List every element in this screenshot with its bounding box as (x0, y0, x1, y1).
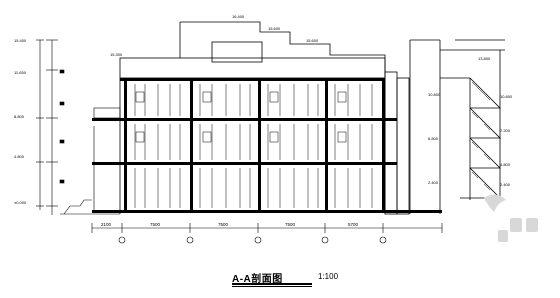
bottom-dim-labels: 2100 7500 7500 7500 5700 (101, 222, 359, 227)
stair-level-1: 10.800 (428, 92, 441, 97)
top-mark-1: 16.400 (232, 14, 245, 19)
stair-notes: 13.800 10.800 7.200 4.800 2.400 10.800 6… (428, 56, 513, 187)
drawing-scale: 1:100 (318, 272, 339, 281)
stair-level-3: 2.400 (428, 180, 439, 185)
window-mullions (134, 84, 373, 208)
left-elevation-labels: 15.400 11.650 8.800 4.800 ±0.000 (14, 38, 27, 205)
stair-note-2: 10.800 (500, 94, 513, 99)
floor-slabs (92, 78, 442, 213)
elev-label-3f: 8.800 (14, 114, 25, 119)
stair (440, 39, 505, 200)
dim-label-2: 7500 (150, 222, 161, 227)
watermark-logo (484, 194, 538, 242)
transom-windows (135, 91, 347, 143)
stair-hatch (471, 81, 491, 191)
title-underline-thick (232, 283, 312, 285)
top-mark-3: 15.300 (110, 52, 123, 57)
dim-label-5: 5700 (348, 222, 359, 227)
elev-label-top: 15.400 (14, 38, 27, 43)
bottom-dimensions (91, 223, 443, 244)
stair-note-3: 7.200 (500, 128, 511, 133)
top-marks: 16.400 15.600 15.300 15.600 (110, 14, 319, 57)
columns (124, 78, 385, 210)
dim-label-4: 7500 (285, 222, 296, 227)
drawing-title: A-A剖面图 (232, 274, 283, 285)
top-mark-2: 15.600 (268, 26, 281, 31)
drawing-title-block: A-A剖面图 1:100 (232, 268, 372, 288)
elev-label-roof: 11.650 (14, 70, 27, 75)
stair-note-1: 13.800 (478, 56, 491, 61)
top-mark-4: 15.600 (306, 38, 319, 43)
title-underline-thin (232, 286, 312, 287)
stair-note-5: 2.400 (500, 182, 511, 187)
dim-label-3: 7500 (218, 222, 229, 227)
elev-label-gf: ±0.000 (14, 200, 27, 205)
left-elevation-scale (36, 39, 65, 215)
stair-note-4: 4.800 (500, 162, 511, 167)
dim-label-1: 2100 (101, 222, 112, 227)
left-canopy (60, 107, 121, 215)
stair-level-2: 6.800 (428, 136, 439, 141)
elev-label-2f: 4.800 (14, 154, 25, 159)
